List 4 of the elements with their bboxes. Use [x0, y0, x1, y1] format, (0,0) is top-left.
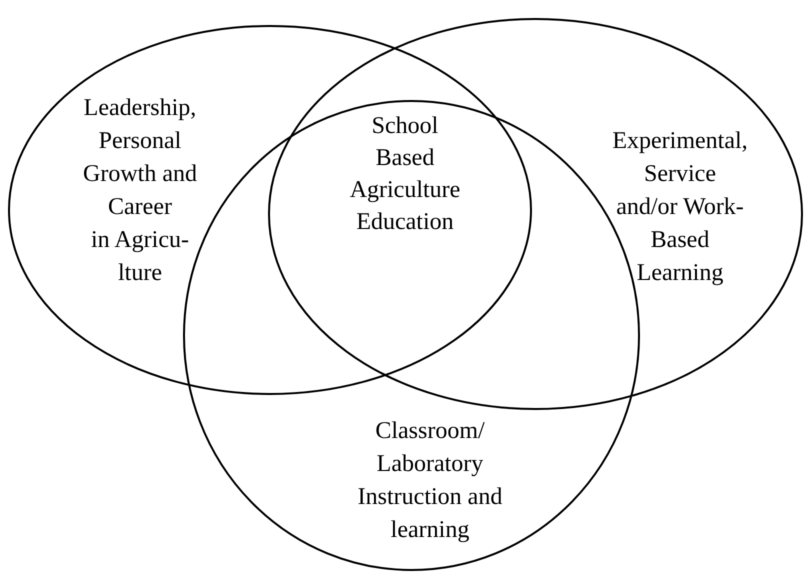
- set-label: Classroom/ Laboratory Instruction and learning: [358, 417, 502, 545]
- set-label: Experimental, Service and/or Work- Based Learning: [612, 127, 748, 288]
- intersection-label: School Based Agriculture Education: [350, 112, 460, 237]
- set-label: Leadership, Personal Growth and Career in Agricu- lture: [83, 94, 197, 288]
